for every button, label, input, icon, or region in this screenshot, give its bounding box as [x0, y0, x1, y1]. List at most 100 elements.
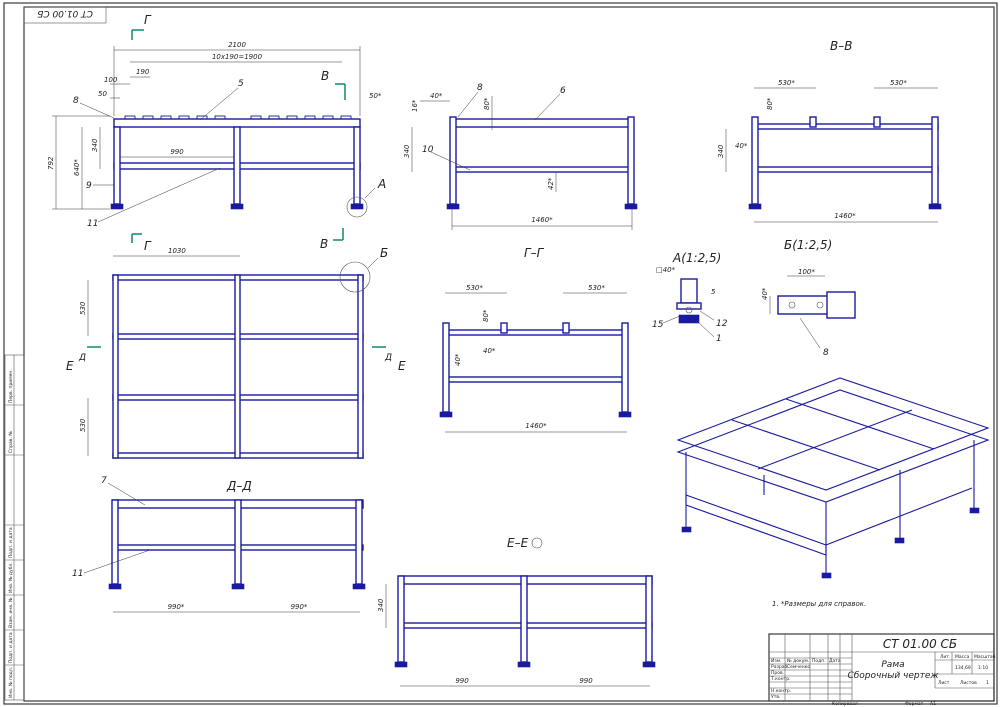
- svg-text:Е–Е: Е–Е: [507, 536, 529, 550]
- svg-text:40*: 40*: [454, 353, 462, 366]
- svg-text:Сборочный чертеж: Сборочный чертеж: [847, 671, 939, 681]
- svg-text:792: 792: [47, 156, 55, 170]
- svg-text:990: 990: [170, 148, 184, 156]
- svg-text:1460*: 1460*: [834, 212, 856, 220]
- svg-text:8: 8: [823, 348, 829, 358]
- svg-text:Н.контр.: Н.контр.: [771, 688, 791, 694]
- svg-text:100*: 100*: [798, 268, 815, 276]
- svg-text:Е: Е: [398, 359, 406, 373]
- svg-text:Изм.: Изм.: [771, 658, 782, 664]
- svg-text:А(1:2,5): А(1:2,5): [672, 251, 721, 265]
- svg-text:2100: 2100: [228, 41, 246, 49]
- svg-text:134,69: 134,69: [955, 665, 971, 671]
- svg-text:530: 530: [79, 418, 87, 432]
- svg-text:530*: 530*: [588, 284, 605, 292]
- mid-post: [233, 126, 241, 205]
- svg-text:Масса: Масса: [955, 654, 970, 660]
- left-post: [113, 126, 121, 205]
- svg-text:Б: Б: [380, 246, 388, 260]
- svg-text:□40*: □40*: [656, 266, 676, 274]
- svg-text:990*: 990*: [168, 603, 185, 611]
- right-post: [353, 126, 361, 205]
- inner-frame: [23, 6, 995, 702]
- svg-text:Б(1:2,5): Б(1:2,5): [784, 238, 832, 252]
- svg-text:15: 15: [652, 320, 664, 330]
- svg-text:Г–Г: Г–Г: [524, 246, 545, 260]
- svg-text:Пров.: Пров.: [771, 670, 784, 676]
- svg-text:40*: 40*: [430, 92, 443, 100]
- svg-text:16*: 16*: [411, 99, 419, 112]
- svg-text:8: 8: [73, 96, 79, 106]
- svg-text:Инв. № дубл.: Инв. № дубл.: [8, 562, 14, 593]
- svg-text:530*: 530*: [778, 79, 795, 87]
- svg-text:40*: 40*: [483, 347, 496, 355]
- svg-text:№ докум.: № докум.: [787, 658, 809, 664]
- svg-text:Семченко: Семченко: [787, 664, 810, 670]
- svg-text:1030: 1030: [168, 247, 186, 255]
- svg-text:9: 9: [86, 181, 92, 191]
- svg-text:640*: 640*: [73, 159, 81, 176]
- svg-text:5: 5: [711, 288, 716, 296]
- svg-text:1460*: 1460*: [531, 216, 553, 224]
- front-view: 2100 10х190=1900 100 190 50 990 792 640*…: [47, 13, 386, 229]
- svg-text:Лит.: Лит.: [940, 654, 950, 660]
- svg-text:Инв. № подл.: Инв. № подл.: [8, 667, 14, 698]
- svg-text:СТ 01.00 СБ: СТ 01.00 СБ: [37, 8, 93, 18]
- svg-text:В: В: [320, 237, 328, 251]
- svg-text:Взам. инв. №: Взам. инв. №: [8, 597, 14, 628]
- svg-text:100: 100: [104, 76, 118, 84]
- svg-text:5: 5: [238, 79, 244, 89]
- svg-text:Д: Д: [78, 353, 86, 363]
- svg-text:Подп. и дата: Подп. и дата: [8, 527, 14, 558]
- svg-text:Перв. примен.: Перв. примен.: [8, 369, 14, 403]
- svg-text:Рама: Рама: [881, 660, 904, 670]
- svg-text:6: 6: [560, 86, 566, 96]
- svg-text:А: А: [377, 177, 386, 191]
- svg-text:1: 1: [716, 334, 722, 344]
- svg-text:11: 11: [87, 219, 98, 229]
- svg-text:530: 530: [79, 301, 87, 315]
- svg-text:40*: 40*: [761, 287, 769, 300]
- svg-text:Дата: Дата: [829, 658, 841, 664]
- svg-text:Е: Е: [66, 359, 74, 373]
- svg-text:10х190=1900: 10х190=1900: [212, 53, 263, 61]
- svg-text:В–В: В–В: [830, 39, 852, 53]
- svg-text:340: 340: [377, 598, 385, 612]
- title-block: СТ 01.00 СБ Рама Сборочный чертеж Лит. М…: [768, 633, 996, 707]
- svg-text:340: 340: [91, 138, 99, 152]
- outer-frame: [3, 2, 998, 705]
- detail-a: А(1:2,5) □40* 5 15 12 1: [652, 251, 728, 344]
- svg-text:8: 8: [477, 83, 483, 93]
- svg-text:Г: Г: [144, 239, 152, 253]
- svg-text:990: 990: [579, 677, 593, 685]
- svg-text:10: 10: [422, 145, 434, 155]
- svg-text:Копировал: Копировал: [832, 701, 858, 707]
- svg-text:1:10: 1:10: [978, 665, 988, 671]
- svg-text:50*: 50*: [369, 92, 382, 100]
- side-view: 1460* 40* 80* 16* 340 42* 8 6 10: [403, 83, 638, 230]
- svg-text:7: 7: [101, 476, 107, 486]
- svg-text:Д: Д: [384, 353, 392, 363]
- svg-text:11: 11: [72, 569, 83, 579]
- svg-text:530*: 530*: [466, 284, 483, 292]
- section-vv: В–В 530* 530* 80* 40* 340 1460*: [717, 39, 942, 223]
- section-gg: Г–Г 530* 530* 80* 40* 40* 1460*: [439, 246, 632, 433]
- svg-text:Листов: Листов: [960, 680, 977, 686]
- svg-text:1460*: 1460*: [525, 422, 547, 430]
- top-stamp: СТ 01.00 СБ: [23, 6, 107, 24]
- side-strip: Перв. примен. Справ. № Подп. и дата Инв.…: [4, 354, 25, 701]
- svg-text:Формат: Формат: [905, 701, 924, 707]
- svg-text:190: 190: [136, 68, 150, 76]
- svg-text:42*: 42*: [547, 177, 555, 190]
- svg-text:Г: Г: [144, 13, 152, 27]
- section-dd: Д–Д 990* 990* 7 11: [72, 476, 366, 613]
- plan-view: 1030 530 530 Б Г В Д Е Д Е: [66, 228, 406, 459]
- svg-text:В: В: [321, 69, 329, 83]
- svg-text:1: 1: [986, 680, 989, 686]
- top-beam: [113, 118, 361, 128]
- svg-text:Подп.: Подп.: [812, 658, 826, 664]
- svg-text:12: 12: [716, 319, 728, 329]
- detail-b: Б(1:2,5) 100* 40* 8: [761, 238, 856, 358]
- section-ee: Е–Е 990 990 340: [377, 536, 656, 687]
